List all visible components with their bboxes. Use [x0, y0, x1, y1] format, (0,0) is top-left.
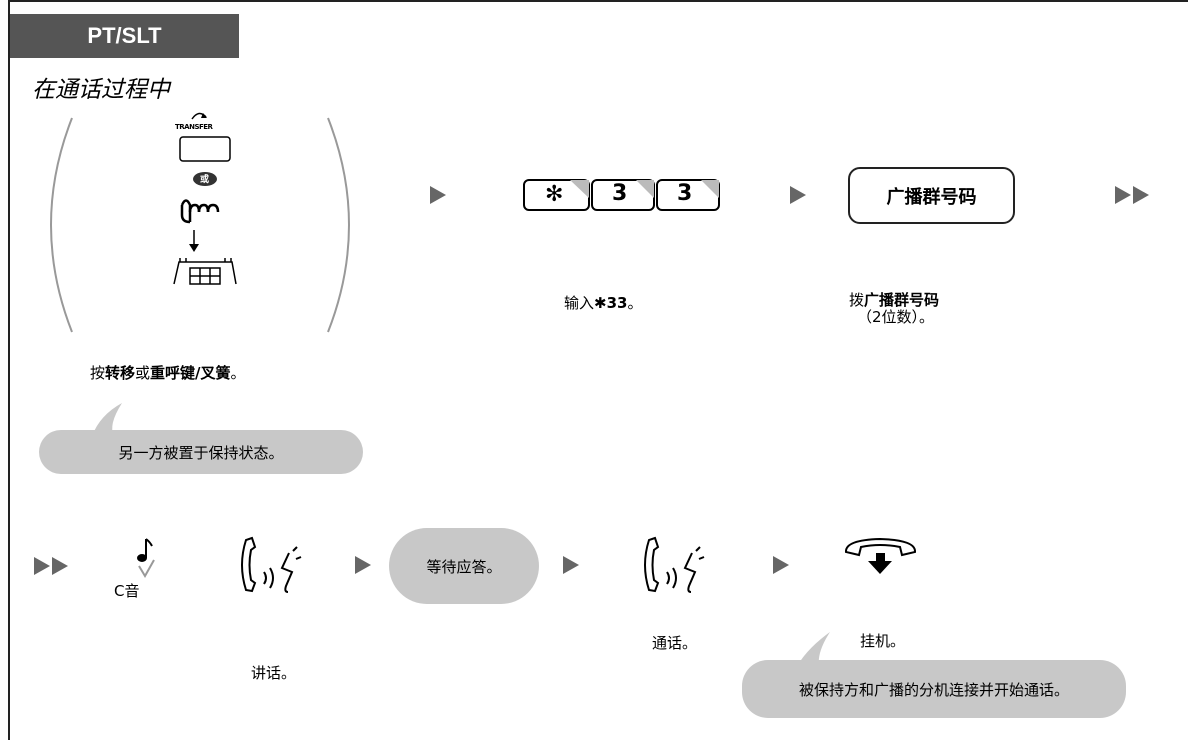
- transfer-key-label: TRANSFER: [175, 123, 213, 131]
- arrow-3: [355, 556, 371, 574]
- right-paren: [327, 117, 350, 333]
- arrow-double-1: [1115, 186, 1149, 204]
- talk-handset-icon-2: [644, 536, 705, 593]
- hang-up-caption: 挂机。: [860, 632, 906, 650]
- arrow-double-2: [34, 557, 68, 575]
- hold-status-bubble: 另一方被置于保持状态。: [39, 430, 363, 474]
- key-star-icon: [523, 179, 590, 211]
- finger-press-icon: [180, 199, 220, 224]
- key-3b-icon: [656, 179, 720, 211]
- key-3b-label: 3: [677, 181, 693, 206]
- talk-handset-icon: [241, 536, 302, 593]
- tone-note-icon: [137, 538, 153, 562]
- left-paren: [50, 117, 73, 333]
- key-3a-label: 3: [612, 181, 628, 206]
- connect-info-bubble: 被保持方和广播的分机连接并开始通话。: [742, 660, 1126, 718]
- subtitle: 在通话过程中: [32, 77, 170, 103]
- step3-caption: 拨广播群号码（2位数）。: [849, 291, 940, 326]
- bubble-tail-1: [92, 403, 122, 436]
- arrow-5: [773, 556, 789, 574]
- step1-caption: 按转移或重呼键/叉簧。: [90, 364, 246, 382]
- key-star-label: ✻: [545, 182, 564, 207]
- or-label: 或: [200, 175, 210, 185]
- pt-slt-tab: PT/SLT: [10, 14, 239, 58]
- diagram-frame: [8, 0, 1188, 740]
- arrow-2: [790, 186, 806, 204]
- key-3a-icon: [591, 179, 655, 211]
- wait-answer-bubble: 等待应答。: [389, 528, 539, 604]
- paging-group-box: 广播群号码: [848, 167, 1015, 224]
- transfer-key-icon: [179, 136, 231, 162]
- talk-caption: 讲话。: [251, 664, 297, 682]
- hang-up-icon: [845, 537, 916, 574]
- talk2-caption: 通话。: [652, 634, 698, 652]
- or-badge: [193, 172, 217, 186]
- step2-caption: 输入✱33。: [564, 294, 643, 312]
- arrow-4: [563, 556, 579, 574]
- c-tone-label: C音: [114, 582, 140, 600]
- arrow-1: [430, 186, 446, 204]
- hookswitch-icon: [173, 258, 237, 285]
